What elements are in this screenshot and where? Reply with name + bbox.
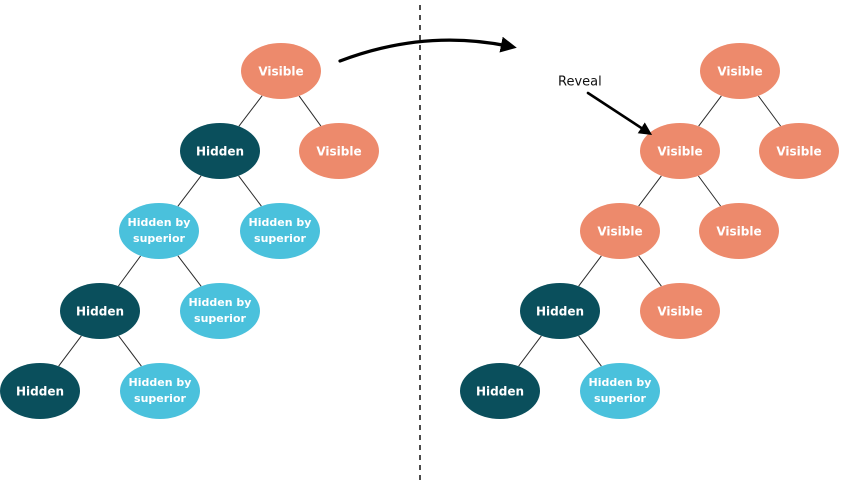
tree-edge [638,255,662,287]
node-ellipse[interactable] [241,43,321,99]
node-ellipse[interactable] [60,283,140,339]
node-ellipse[interactable] [0,363,80,419]
node-ellipse[interactable] [640,123,720,179]
reveal-annotation-label: Reveal [558,75,602,90]
tree-node-visible[interactable]: Visible [640,283,720,339]
tree-edge [578,335,602,367]
tree-node-visible[interactable]: Visible [241,43,321,99]
tree-edge [177,175,202,207]
node-ellipse[interactable] [580,363,660,419]
tree-edge [238,95,263,127]
node-ellipse[interactable] [520,283,600,339]
tree-node-visible[interactable]: Visible [299,123,379,179]
tree-edge [578,255,602,287]
node-ellipse[interactable] [120,363,200,419]
tree-node-visible[interactable]: Visible [759,123,839,179]
tree-node-visible[interactable]: Visible [640,123,720,179]
node-ellipse[interactable] [699,203,779,259]
node-ellipse[interactable] [580,203,660,259]
tree-node-visible[interactable]: Visible [699,203,779,259]
tree-node-hidden[interactable]: Hidden [520,283,600,339]
tree-edge [298,95,322,127]
tree-edge [757,95,782,127]
tree-node-visible[interactable]: Visible [700,43,780,99]
left-tree-edges [58,95,322,367]
right-tree-edges [518,95,782,367]
tree-edge [117,255,142,287]
node-ellipse[interactable] [759,123,839,179]
node-ellipse[interactable] [299,123,379,179]
node-ellipse[interactable] [460,363,540,419]
tree-edge [518,335,542,367]
tree-edge [638,175,662,207]
transformation-arrow-icon [338,36,517,63]
node-ellipse[interactable] [640,283,720,339]
tree-edge [238,175,262,207]
tree-node-hidden[interactable]: Hidden [60,283,140,339]
node-ellipse[interactable] [180,283,260,339]
node-ellipse[interactable] [119,203,199,259]
tree-edge [177,255,202,287]
tree-edge [58,335,82,367]
tree-edge [118,335,142,367]
node-ellipse[interactable] [700,43,780,99]
tree-node-visible[interactable]: Visible [580,203,660,259]
tree-node-hidden[interactable]: Hidden [460,363,540,419]
tree-edge [698,95,722,127]
tree-node-hidden[interactable]: Hidden [180,123,260,179]
tree-edge [697,175,722,207]
node-ellipse[interactable] [240,203,320,259]
node-ellipse[interactable] [180,123,260,179]
reveal-arrow-icon [586,91,653,135]
tree-node-hidden[interactable]: Hidden [0,363,80,419]
